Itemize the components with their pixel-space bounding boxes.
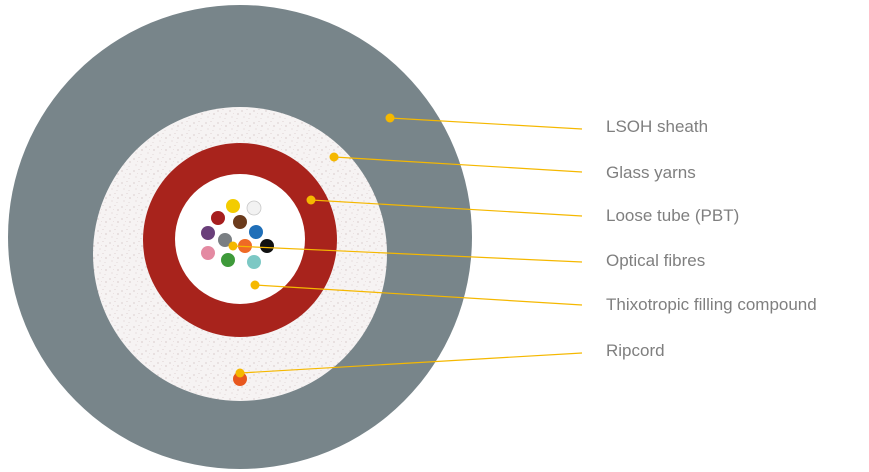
- leader-dot-sheath: [385, 113, 395, 123]
- optical-fibre: [247, 255, 261, 269]
- optical-fibre: [211, 211, 225, 225]
- leader-dot-yarns: [329, 152, 339, 162]
- leader-line-fibres: [232, 245, 583, 263]
- optical-fibre: [226, 199, 240, 213]
- optical-fibre: [221, 253, 235, 267]
- leader-dot-fibres: [228, 241, 238, 251]
- label-glass-yarns: Glass yarns: [606, 163, 696, 182]
- leader-line-ripcord: [239, 352, 583, 374]
- leader-dot-filling: [250, 280, 260, 290]
- leader-line-yarns: [333, 156, 583, 173]
- label-lsoh-sheath: LSOH sheath: [606, 117, 709, 136]
- optical-fibre: [218, 233, 232, 247]
- leader-line-sheath: [389, 117, 583, 130]
- leader-line-filling: [254, 284, 583, 306]
- leader-line-tube: [310, 199, 583, 217]
- leader-lines: [228, 113, 583, 378]
- optical-fibre: [201, 246, 215, 260]
- optical-fibre: [233, 215, 247, 229]
- leader-dot-ripcord: [235, 368, 245, 378]
- label-optical-fibres: Optical fibres: [606, 251, 706, 270]
- label-filling-compound: Thixotropic filling compound: [606, 295, 817, 314]
- filling-compound-core: [175, 174, 305, 304]
- optical-fibre: [249, 225, 263, 239]
- leader-dot-tube: [306, 195, 316, 205]
- label-loose-tube: Loose tube (PBT): [606, 206, 740, 225]
- label-ripcord: Ripcord: [606, 341, 665, 360]
- optical-fibre: [260, 239, 274, 253]
- optical-fibres-group: [201, 199, 274, 269]
- optical-fibre: [246, 200, 262, 216]
- optical-fibre: [201, 226, 215, 240]
